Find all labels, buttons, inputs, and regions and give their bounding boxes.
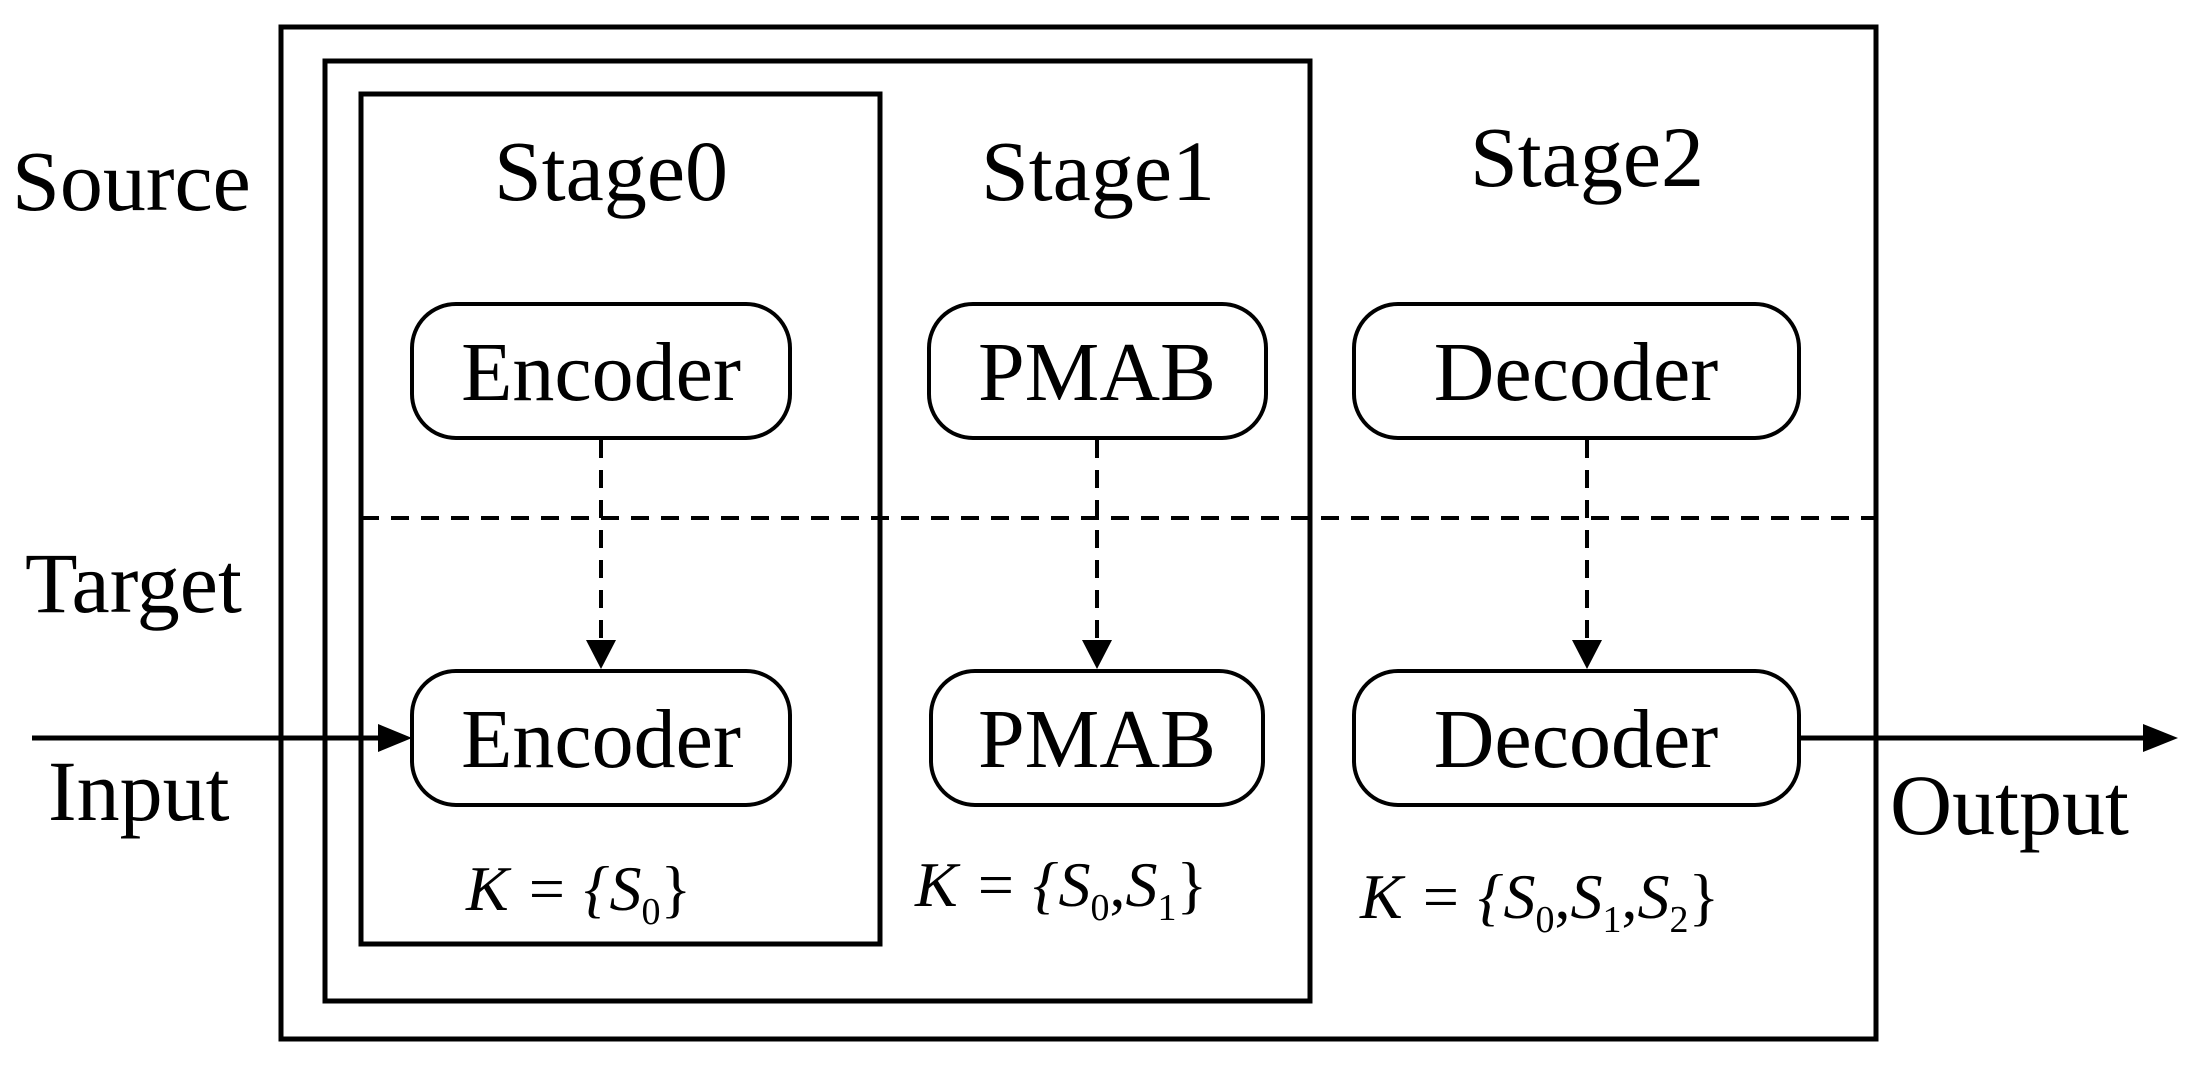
stage2-k-formula: K = {S0,S1,S2} xyxy=(1359,861,1719,941)
stage1-title: Stage1 xyxy=(981,123,1215,219)
source-pmab-label: PMAB xyxy=(978,326,1216,419)
k-suffix: } xyxy=(1176,849,1207,920)
target-label: Target xyxy=(25,535,242,631)
k-subscript: 2 xyxy=(1669,899,1688,941)
target-decoder-label: Decoder xyxy=(1434,693,1719,786)
k-suffix: } xyxy=(1688,861,1719,932)
k-prefix: K = { xyxy=(914,849,1059,920)
k-set-symbol: S xyxy=(1125,849,1157,920)
source-pmab-box xyxy=(927,302,1268,440)
input-arrowhead xyxy=(378,724,412,752)
target-pmab-box xyxy=(929,669,1265,807)
k-subscript: 0 xyxy=(1535,899,1554,941)
stage2-title: Stage2 xyxy=(1470,109,1704,205)
k-subscript: 1 xyxy=(1157,887,1176,929)
k-subscript: 0 xyxy=(1090,887,1109,929)
k-subscript: 1 xyxy=(1602,899,1621,941)
source-label: Source xyxy=(12,133,251,229)
encoder-transfer-arrowhead xyxy=(586,640,616,669)
input-label: Input xyxy=(48,743,230,839)
source-decoder-box xyxy=(1352,302,1801,440)
stage1-frame xyxy=(322,58,1313,1004)
stage1-k-formula: K = {S0,S1} xyxy=(914,849,1207,929)
k-separator: , xyxy=(1109,849,1125,920)
stage2-frame xyxy=(278,24,1879,1042)
k-suffix: } xyxy=(660,853,691,924)
output-label: Output xyxy=(1890,757,2129,853)
pmab-transfer-arrowhead xyxy=(1082,640,1112,669)
k-separator: , xyxy=(1554,861,1570,932)
output-arrowhead xyxy=(2143,724,2178,752)
k-prefix: K = { xyxy=(1359,861,1504,932)
k-set-symbol: S xyxy=(1058,849,1090,920)
k-prefix: K = { xyxy=(465,853,610,924)
target-pmab-label: PMAB xyxy=(978,693,1216,786)
stage0-title: Stage0 xyxy=(494,123,728,219)
k-set-symbol: S xyxy=(1503,861,1535,932)
decoder-transfer-arrowhead xyxy=(1572,640,1602,669)
stage0-k-formula: K = {S0} xyxy=(465,853,691,933)
target-encoder-label: Encoder xyxy=(461,693,741,786)
source-decoder-label: Decoder xyxy=(1434,326,1719,419)
k-set-symbol: S xyxy=(1570,861,1602,932)
k-set-symbol: S xyxy=(1637,861,1669,932)
k-separator: , xyxy=(1621,861,1637,932)
k-set-symbol: S xyxy=(609,853,641,924)
k-subscript: 0 xyxy=(641,891,660,933)
source-encoder-box xyxy=(410,302,792,440)
source-encoder-label: Encoder xyxy=(461,326,741,419)
